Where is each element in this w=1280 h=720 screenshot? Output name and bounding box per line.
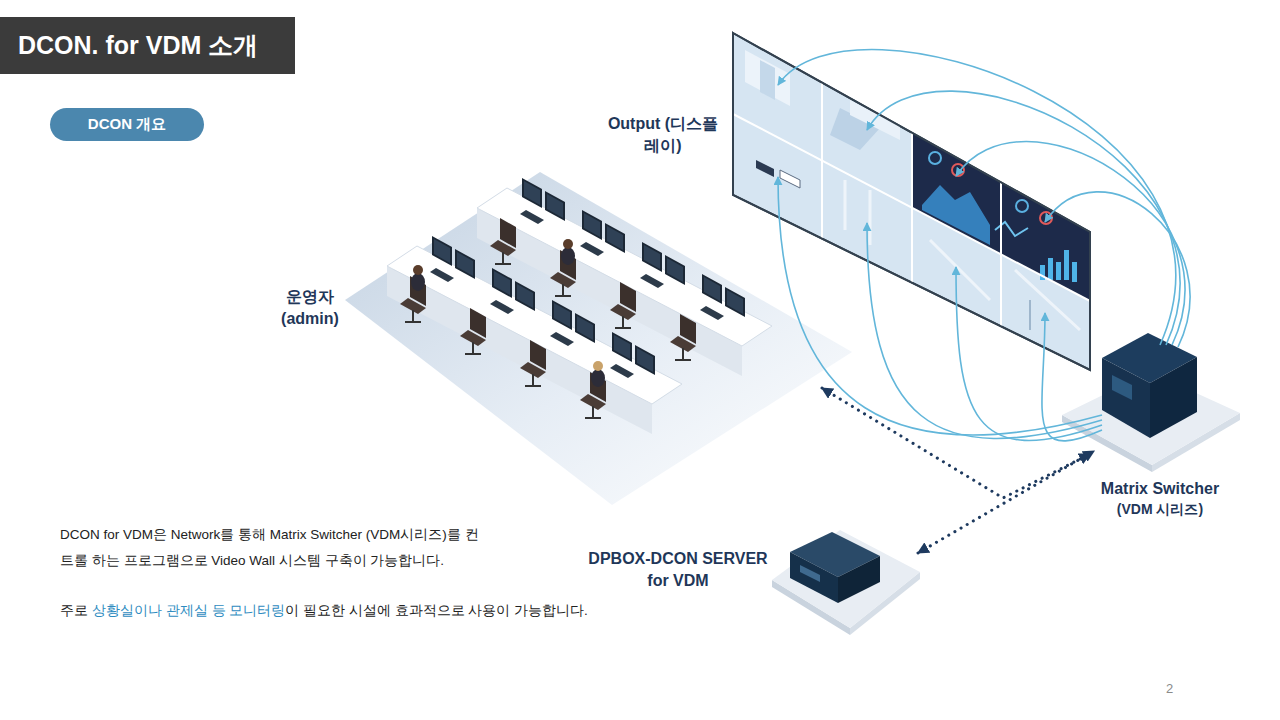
video-wall <box>1048 258 1053 280</box>
server-illustration <box>772 530 920 628</box>
usage-text: 주로 <box>60 603 88 618</box>
desk-row-front <box>400 236 475 322</box>
desk-row-back <box>610 242 685 328</box>
video-signal-lines <box>778 177 1102 435</box>
video-wall <box>1016 200 1028 212</box>
desk-row-front <box>460 268 535 354</box>
server-illustration <box>838 556 880 603</box>
video-wall <box>780 170 800 188</box>
description-text: DCON for VDM은 Network를 통해 Matrix Switche… <box>60 527 479 568</box>
video-wall <box>760 60 775 100</box>
title-bar: DCON. for VDM 소개 <box>0 17 295 74</box>
video-wall <box>929 152 941 164</box>
dcon-server: DPBOX-DCON SERVER for VDM <box>570 520 925 638</box>
slide-title: DCON. for VDM 소개 <box>18 29 258 62</box>
desk-row-front <box>387 236 682 434</box>
desk-row-front <box>413 265 423 275</box>
matrix-switcher: Matrix Switcher(VDM 시리즈) <box>1060 330 1260 525</box>
control-room: 운영자 (admin) <box>270 168 855 508</box>
video-signal-lines <box>1045 192 1190 347</box>
network-link <box>822 388 1090 498</box>
video-signal-lines <box>956 142 1185 345</box>
desk-row-back <box>563 239 573 249</box>
desk-row-back <box>490 178 565 264</box>
section-pill: DCON 개요 <box>50 108 204 141</box>
video-wall <box>930 240 990 300</box>
desk-row-front <box>593 361 603 371</box>
server-label: DPBOX-DCON SERVER for VDM <box>578 548 778 592</box>
video-wall <box>733 33 1090 370</box>
video-wall <box>1072 262 1077 282</box>
desk-row-back <box>561 247 575 265</box>
switcher-illustration <box>1112 375 1132 400</box>
page-number-box: 2 <box>1166 676 1196 702</box>
usage-paragraph: 주로 상황실이나 관제실 등 모니터링이 필요한 시설에 효과적으로 사용이 가능… <box>60 598 780 624</box>
desk-row-front <box>411 273 425 291</box>
desk-row-front <box>387 246 682 404</box>
server-illustration <box>772 530 920 635</box>
desk-row-front <box>580 332 655 418</box>
video-wall <box>733 33 1090 370</box>
video-signal-lines <box>867 223 1102 438</box>
video-wall <box>733 33 1090 370</box>
desk-row-back <box>550 210 625 296</box>
video-wall: Output (디스플레이) <box>605 28 1095 378</box>
video-signal-lines <box>1042 313 1102 441</box>
video-wall <box>1029 300 1031 330</box>
video-signal-lines <box>778 49 1190 440</box>
server-illustration <box>800 565 820 582</box>
network-link <box>918 451 1094 553</box>
video-wall <box>844 180 847 230</box>
video-wall <box>756 160 774 177</box>
control-room-floor <box>345 172 852 505</box>
switcher-label: Matrix Switcher <box>1060 478 1260 500</box>
description-paragraph: DCON for VDM은 Network를 통해 Matrix Switche… <box>60 522 490 574</box>
video-wall <box>1064 250 1069 280</box>
desk-row-front <box>520 300 595 386</box>
network-link <box>918 451 1094 553</box>
video-wall <box>995 222 1028 236</box>
switcher-illustration <box>1102 358 1150 438</box>
desk-row-front <box>591 369 605 387</box>
video-wall <box>1056 262 1061 280</box>
operator-label: 운영자 (admin) <box>270 286 350 330</box>
video-wall <box>869 190 872 245</box>
desk-row-back <box>670 274 745 360</box>
server-illustration <box>790 552 838 603</box>
video-wall <box>922 185 990 245</box>
usage-text: 이 필요한 시설에 효과적으로 사용이 가능합니다. <box>285 603 588 618</box>
switcher-series: (VDM 시리즈) <box>1060 500 1260 518</box>
page-number: 2 <box>1166 681 1173 696</box>
network-link <box>822 388 1090 498</box>
switcher-illustration <box>1150 357 1197 438</box>
control-room-floor <box>345 172 852 505</box>
wall-label: Output (디스플레이) <box>605 113 721 157</box>
video-signal-lines <box>867 91 1180 345</box>
highlight-text: 상황실이나 관제실 등 모니터링 <box>92 603 285 618</box>
video-signal-lines <box>956 267 1102 441</box>
section-label: DCON 개요 <box>88 115 166 134</box>
switcher-illustration <box>1062 333 1240 472</box>
